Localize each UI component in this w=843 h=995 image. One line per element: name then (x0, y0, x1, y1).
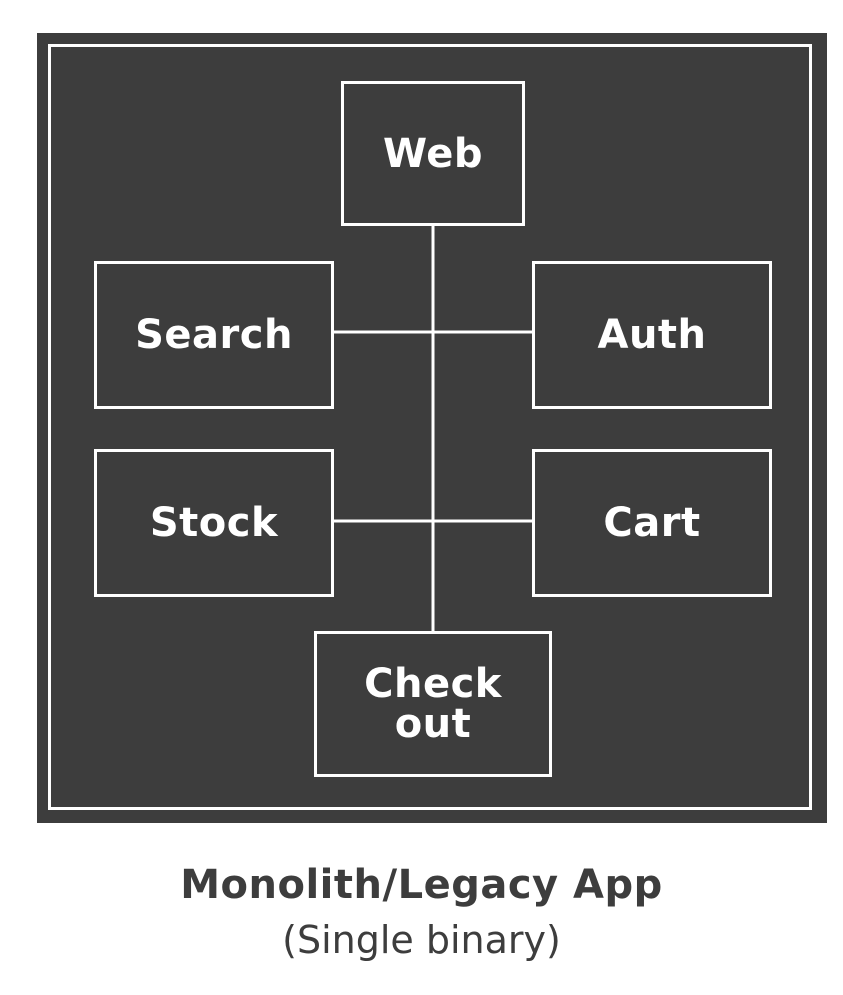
monolith-inner-border (48, 44, 812, 810)
caption-title: Monolith/Legacy App (180, 862, 663, 908)
caption-subtitle: (Single binary) (282, 918, 561, 962)
module-web-label: Web (383, 130, 483, 177)
module-search: Search (94, 261, 334, 409)
module-auth: Auth (532, 261, 772, 409)
module-search-label: Search (135, 312, 293, 358)
module-stock-label: Stock (149, 500, 279, 546)
module-checkout-line1: Check (364, 661, 502, 707)
module-checkout-line2: out (394, 701, 472, 747)
module-stock: Stock (94, 449, 334, 597)
module-web: Web (341, 81, 525, 226)
module-checkout-label: Check out (364, 664, 502, 744)
module-cart: Cart (532, 449, 772, 597)
module-auth-label: Auth (597, 312, 707, 358)
module-cart-label: Cart (603, 500, 701, 546)
module-checkout: Check out (314, 631, 552, 777)
